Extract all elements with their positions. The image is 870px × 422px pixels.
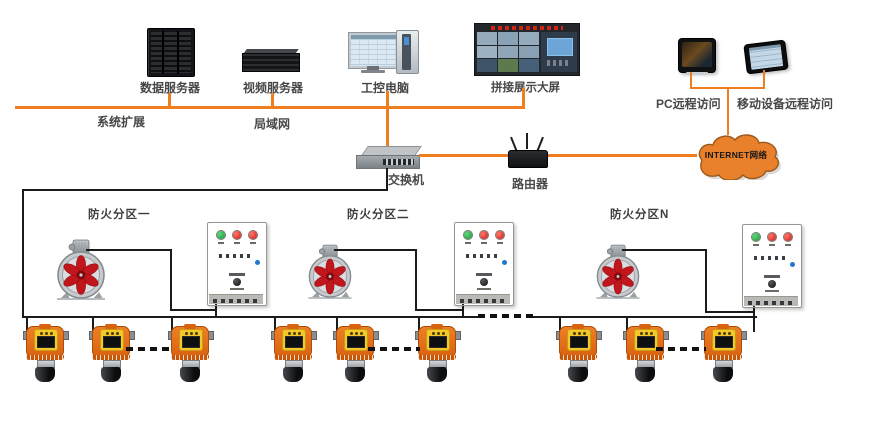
panel-drop (215, 302, 217, 318)
signal-bus (22, 316, 478, 318)
system-expand-label: 系统扩展 (97, 115, 146, 129)
industrial-pc-link (386, 91, 389, 148)
video-server-link (271, 93, 274, 106)
gas-detector-icon (333, 322, 379, 382)
gas-detector-icon (415, 322, 461, 382)
fan-wire (334, 249, 415, 251)
axial-fan-icon (307, 244, 353, 300)
fan-wire (705, 249, 707, 312)
panel-drop (753, 304, 755, 332)
alarm-panel-icon (742, 224, 802, 308)
video-wall-label: 拼接展示大屏 (491, 82, 560, 94)
rack-slots (151, 32, 191, 73)
trunk-line (22, 189, 24, 318)
mobile-remote-label: 移动设备远程访问 (737, 97, 834, 111)
detector-ellipsis (126, 347, 172, 351)
gas-detector-icon (701, 322, 747, 382)
data-server-icon (147, 28, 195, 77)
data-server-label: 数据服务器 (140, 81, 201, 95)
router-icon (508, 150, 548, 168)
fan-wire (415, 309, 464, 311)
industrial-pc-monitor-icon (348, 32, 400, 69)
switch-downlink (386, 168, 388, 190)
alarm-panel-icon (207, 222, 267, 306)
mobile-remote-link (763, 70, 765, 88)
fan-wire (415, 249, 417, 310)
fan-wire (86, 249, 170, 251)
fan-wire (170, 309, 217, 311)
internet-label: INTERNET网络 (704, 150, 768, 160)
gas-detector-icon (271, 322, 317, 382)
detector-drop (171, 317, 173, 331)
wan-line (419, 154, 697, 157)
gas-detector-icon (23, 322, 69, 382)
gas-detector-icon (556, 322, 602, 382)
detector-drop (336, 317, 338, 331)
data-server-link (168, 93, 171, 106)
detector-drop (92, 317, 94, 331)
pc-remote-label: PC远程访问 (656, 97, 721, 111)
pc-remote-link (690, 72, 692, 88)
cloud-uplink (727, 87, 729, 135)
detector-ellipsis (656, 347, 706, 351)
signal-bus-continuation (478, 314, 533, 318)
axial-fan-icon (56, 239, 106, 301)
detector-ellipsis (368, 347, 420, 351)
video-wall-link (522, 88, 525, 106)
router-antenna-icon (526, 133, 528, 149)
router-label: 路由器 (512, 177, 549, 191)
detector-drop (559, 317, 561, 331)
lan-line (15, 106, 525, 109)
mobile-tablet-icon (743, 39, 789, 75)
pc-tablet-icon (678, 38, 716, 75)
industrial-pc-tower-icon (396, 30, 419, 74)
panel-drop (462, 302, 464, 318)
signal-bus (533, 316, 757, 318)
trunk-line (22, 189, 388, 191)
internet-cloud-icon: INTERNET网络 (686, 128, 786, 184)
zone-2-label: 防火分区二 (347, 209, 410, 221)
gas-detector-icon (168, 322, 214, 382)
detector-drop (418, 317, 420, 331)
switch-label: 交换机 (388, 173, 425, 187)
switch-icon (356, 146, 422, 170)
alarm-panel-icon (454, 222, 514, 306)
fan-wire (170, 249, 172, 310)
video-wall-banner (491, 26, 563, 30)
detector-drop (626, 317, 628, 331)
zone-1-label: 防火分区一 (88, 209, 151, 221)
detector-drop (26, 317, 28, 331)
gas-detector-icon (89, 322, 135, 382)
video-server-icon (242, 49, 300, 72)
zone-n-label: 防火分区N (610, 209, 670, 221)
fan-wire (622, 249, 705, 251)
industrial-pc-label: 工控电脑 (361, 81, 410, 95)
gas-detector-icon (623, 322, 669, 382)
video-wall-icon (474, 23, 580, 76)
video-server-label: 视频服务器 (243, 81, 304, 95)
lan-label: 局域网 (254, 117, 291, 131)
detector-drop (274, 317, 276, 331)
fan-wire (705, 311, 755, 313)
axial-fan-icon (595, 244, 641, 300)
